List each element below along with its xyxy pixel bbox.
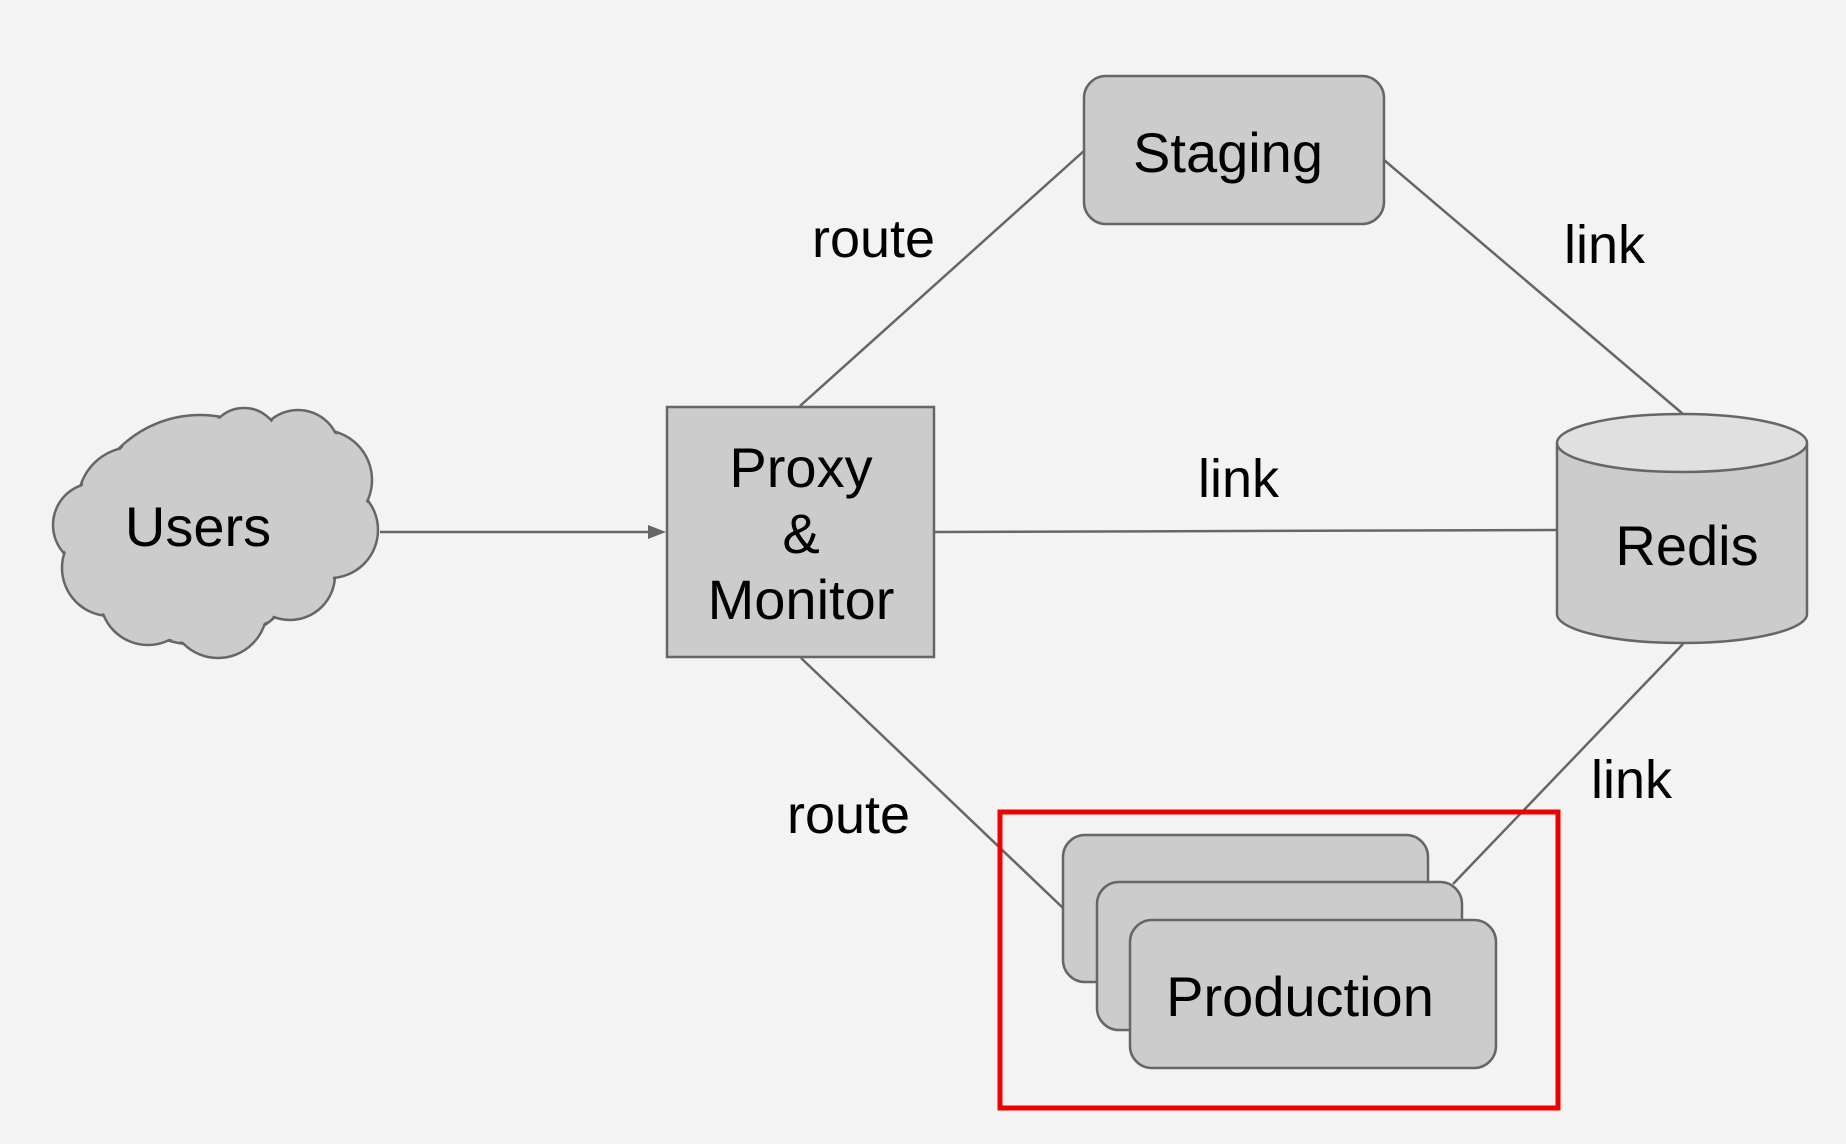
edge-label-proxy-staging: route <box>812 209 935 269</box>
staging-label: Staging <box>1133 121 1323 184</box>
redis-cylinder-body <box>1555 443 1809 645</box>
staging-box <box>1082 74 1386 226</box>
edge-staging-to-redis <box>1383 159 1684 415</box>
edge-proxy-to-production <box>800 657 1064 909</box>
redis-node: Redis <box>1555 412 1809 645</box>
edge-label-staging-redis: link <box>1564 215 1646 275</box>
redis-cylinder-top <box>1555 412 1809 474</box>
edge-label-proxy-production: route <box>787 785 910 845</box>
production-label: Production <box>1166 965 1434 1028</box>
edges <box>380 149 1684 909</box>
proxy-label-line-3: Monitor <box>708 568 895 631</box>
users-node: Users <box>51 406 380 660</box>
production-box-front <box>1128 918 1498 1070</box>
edge-production-to-redis <box>1452 643 1684 885</box>
edge-proxy-to-staging <box>799 149 1086 407</box>
production-highlight-box <box>997 809 1561 1111</box>
arrowhead-users-to-proxy <box>648 525 666 539</box>
users-label: Users <box>125 495 271 558</box>
edge-proxy-to-redis <box>934 528 1558 534</box>
redis-label: Redis <box>1615 514 1758 577</box>
proxy-label-line-2: & <box>782 502 819 565</box>
staging-node: Staging <box>1082 74 1386 226</box>
edge-label-production-redis: link <box>1591 750 1673 810</box>
users-cloud-fill <box>55 410 376 656</box>
proxy-monitor-node: Proxy & Monitor <box>665 405 936 659</box>
proxy-monitor-box <box>665 405 936 659</box>
edge-label-proxy-redis: link <box>1198 449 1280 509</box>
proxy-label-line-1: Proxy <box>729 436 872 499</box>
production-node: Production <box>1061 833 1498 1070</box>
